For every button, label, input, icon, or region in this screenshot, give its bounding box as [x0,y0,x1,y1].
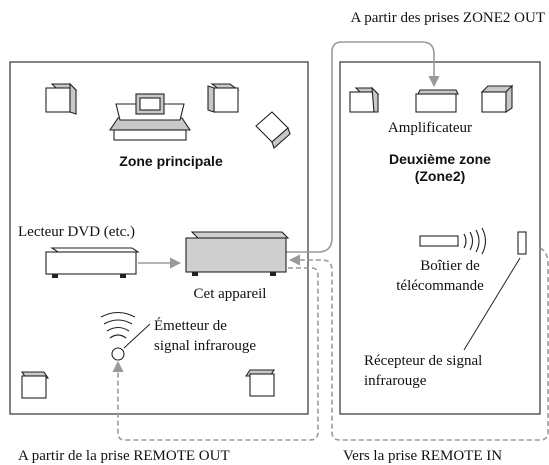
ir-emitter [100,311,136,361]
ir-receiver [517,231,527,255]
ir-emitter-leader [123,323,151,349]
surround-right-speaker [244,369,276,397]
front-left-speaker [45,82,78,115]
dvd-player-label: Lecteur DVD (etc.) [18,224,135,240]
zone2-left-speaker [349,86,380,113]
remote-out-cable [112,267,319,441]
remote-label-line1: Boîtier de [420,258,480,274]
zone2-out-cable [286,41,440,253]
amplifier-label: Amplificateur [388,120,472,136]
ir-emitter-label-line1: Émetteur de [154,317,227,334]
zone2-out-label: A partir des prises ZONE2 OUT [350,10,545,26]
center-speaker [108,93,192,141]
ir-emitter-label-line2: signal infrarouge [154,338,256,354]
amplifier [415,89,459,113]
remote-in-cable [288,247,549,441]
ir-receiver-label-line1: Récepteur de signal [364,353,482,369]
remote-in-label: Vers la prise REMOTE IN [343,448,502,464]
subwoofer [255,111,291,149]
this-unit-label: Cet appareil [194,286,267,302]
remote-control [419,227,487,255]
dvd-player [45,247,140,278]
main-zone-title: Zone principale [119,153,223,169]
front-right-speaker [207,83,240,113]
second-zone-subtitle: (Zone2) [415,168,466,184]
av-receiver [185,231,290,276]
surround-left-speaker [20,371,50,399]
remote-out-label: A partir de la prise REMOTE OUT [18,448,230,464]
ir-receiver-label-line2: infrarouge [364,373,427,389]
zone2-right-speaker [480,84,514,114]
second-zone-title: Deuxième zone [389,151,491,167]
remote-label-line2: télécommande [396,278,484,294]
ir-receiver-leader [463,257,521,351]
